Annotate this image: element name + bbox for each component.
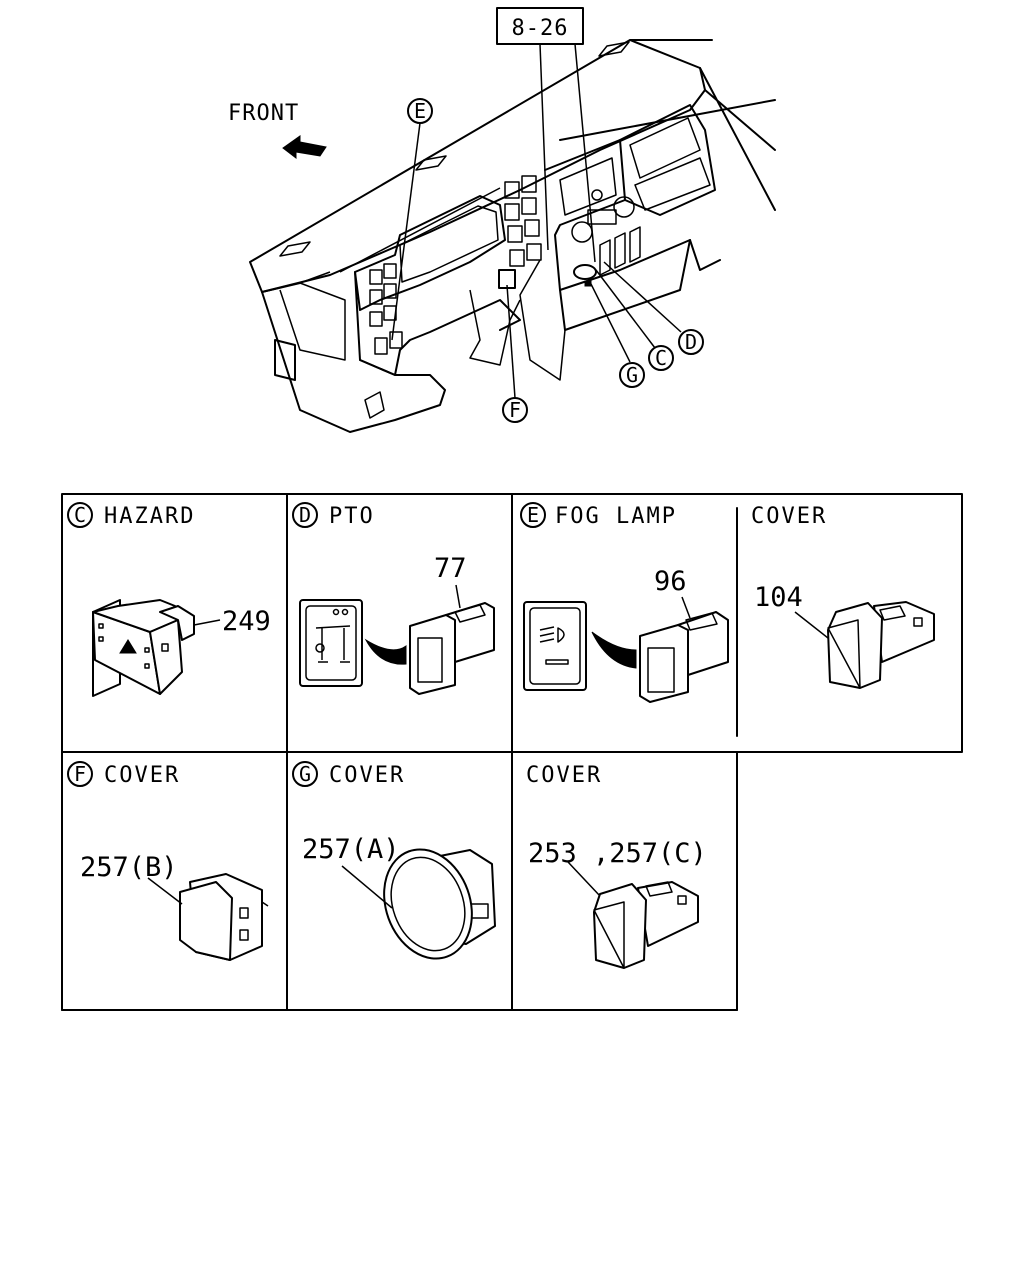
part-number[interactable]: 77 <box>434 553 467 584</box>
front-label: FRONT <box>228 101 299 126</box>
svg-text:G: G <box>626 363 638 387</box>
cover-257a-icon <box>383 848 496 960</box>
panel-fog-lamp[interactable]: E FOG LAMP 96 <box>520 502 729 703</box>
panel-letter: D <box>299 503 311 527</box>
svg-text:E: E <box>414 99 426 123</box>
part-number[interactable]: 257(A) <box>302 834 400 865</box>
part-number[interactable]: 249 <box>222 606 271 637</box>
callout-f[interactable]: F <box>502 397 528 423</box>
pto-switch-icon <box>409 602 495 695</box>
callout-e[interactable]: E <box>407 98 433 124</box>
parts-grid <box>61 493 963 1011</box>
panel-title: COVER <box>526 763 602 788</box>
panel-title: COVER <box>751 504 827 529</box>
panel-cover-104[interactable]: COVER 104 <box>751 504 935 689</box>
panel-title: HAZARD <box>104 504 195 529</box>
pto-symbol-icon <box>299 599 363 687</box>
panel-letter: C <box>74 503 86 527</box>
reference-label[interactable]: 8-26 <box>512 16 569 41</box>
cover-257b-icon <box>179 873 269 961</box>
svg-text:F: F <box>509 398 521 422</box>
panel-letter: G <box>299 762 311 786</box>
panel-letter: E <box>527 503 539 527</box>
part-number[interactable]: 253 ,257(C) <box>528 838 707 869</box>
callout-c[interactable]: C <box>648 345 674 371</box>
cover-104-icon <box>827 601 935 689</box>
panel-cover-257b[interactable]: F COVER 257(B) <box>67 761 269 961</box>
svg-text:D: D <box>685 330 697 354</box>
panel-title: COVER <box>329 763 405 788</box>
part-number[interactable]: 257(B) <box>80 852 178 883</box>
panel-title: PTO <box>329 504 375 529</box>
panel-hazard[interactable]: C HAZARD 249 <box>67 502 271 697</box>
panel-title: FOG LAMP <box>555 504 677 529</box>
part-number[interactable]: 104 <box>754 582 803 613</box>
panel-letter: F <box>74 762 86 786</box>
panel-pto[interactable]: D PTO 77 <box>292 502 495 695</box>
callout-g[interactable]: G <box>619 362 645 388</box>
hazard-switch-icon <box>92 599 195 697</box>
front-arrow-icon <box>282 135 327 160</box>
part-number[interactable]: 96 <box>654 566 687 597</box>
panel-cover-253-257c[interactable]: COVER 253 ,257(C) <box>526 763 707 969</box>
svg-text:C: C <box>655 346 667 370</box>
fog-lamp-switch-icon <box>639 611 729 703</box>
panel-title: COVER <box>104 763 180 788</box>
callout-d[interactable]: D <box>678 329 704 355</box>
fog-lamp-symbol-icon <box>523 601 587 691</box>
panel-cover-257a[interactable]: G COVER 257(A) <box>292 761 496 971</box>
dashboard-illustration: 8-26 FRONT <box>228 7 776 433</box>
cover-253-icon <box>593 881 699 969</box>
